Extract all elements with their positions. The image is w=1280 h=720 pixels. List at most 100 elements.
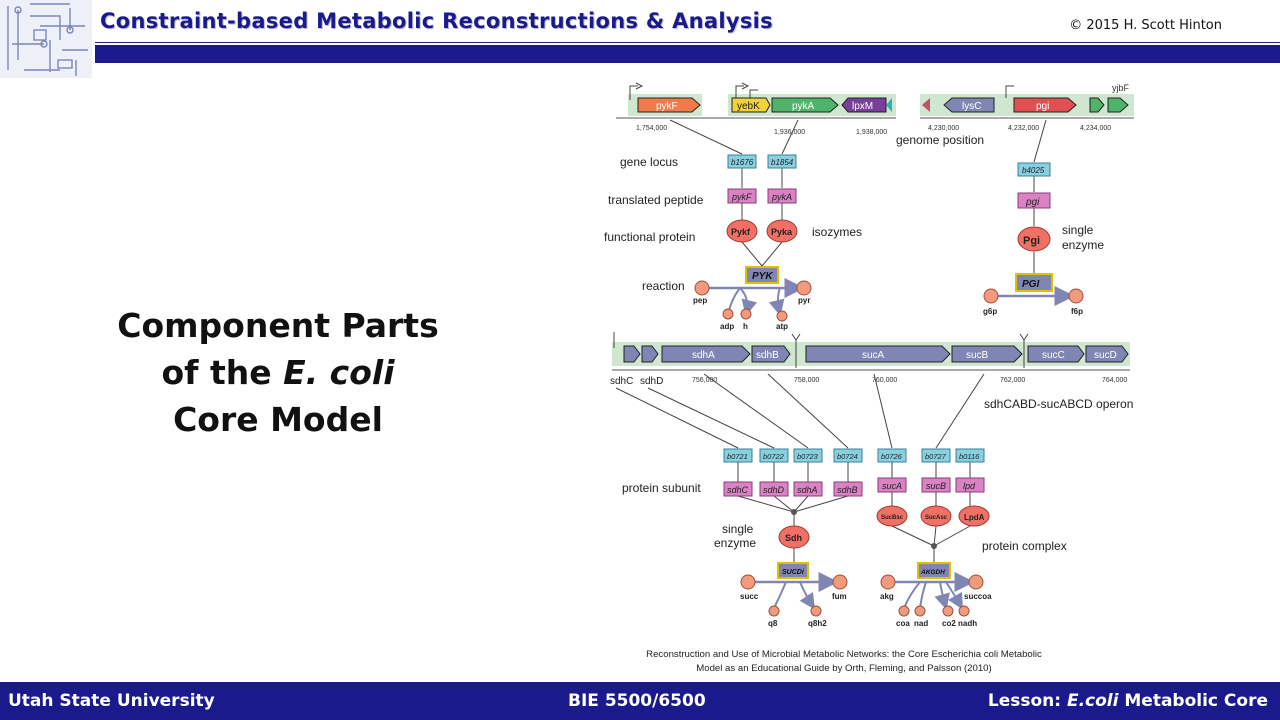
slide-title-prefix: of the (161, 353, 284, 392)
slide-title-line-2: of the E. coli (100, 349, 456, 396)
metabolite-succ: succ (740, 592, 759, 601)
operon-label: sdhCABD-sucABCD operon (984, 397, 1133, 411)
enzyme-Sdh: Sdh (785, 533, 802, 543)
metabolite-nad: nad (914, 619, 928, 628)
subunit-sdhB: sdhB (837, 485, 858, 495)
locus-b0723: b0723 (797, 452, 819, 461)
subunit-sdhA: sdhA (797, 485, 818, 495)
footer-lesson-italic: E.coli (1066, 691, 1119, 711)
complex-LpdA: LpdA (964, 513, 985, 522)
gene-lysC-label: lysC (962, 101, 981, 112)
reaction-AKGDH: AKGDH (920, 569, 945, 576)
complex-SucBsc: SucBsc (881, 515, 904, 521)
slide-title: Component Parts of the E. coli Core Mode… (100, 302, 456, 443)
slide-title-line-3: Core Model (173, 400, 383, 439)
footer-lesson-suffix: Metabolic Core (1118, 691, 1268, 711)
metabolite-q8h2: q8h2 (808, 619, 827, 628)
figure-caption: Reconstruction and Use of Microbial Meta… (600, 648, 1088, 676)
gene-sdhB-label: sdhB (756, 350, 779, 361)
metabolite-akg: akg (880, 592, 894, 601)
operon-pos-758000: 758,000 (794, 377, 819, 384)
locus-b1676: b1676 (731, 158, 754, 167)
single-enzyme-label-2: enzyme (1062, 238, 1104, 252)
circuit-logo-icon (0, 0, 92, 78)
locus-b0721: b0721 (727, 452, 748, 461)
metabolite-h: h (743, 322, 748, 331)
isozymes-label: isozymes (812, 225, 862, 239)
row-label-gene-locus: gene locus (620, 155, 678, 169)
metabolite-pep: pep (693, 296, 707, 305)
protein-subunit-label: protein subunit (622, 481, 701, 495)
operon-pos-764000: 764,000 (1102, 377, 1127, 384)
complex-SucAsc: SucAsc (925, 515, 948, 521)
reaction-SUCDi: SUCDi (782, 569, 805, 576)
row-label-translated-peptide: translated peptide (608, 193, 704, 207)
locus-b0727: b0727 (925, 452, 947, 461)
bottom-single-label-2: enzyme (714, 536, 756, 550)
gene-lpxM-label: lpxM (852, 101, 873, 112)
metabolite-coa: coa (896, 619, 910, 628)
protein-Pykf: Pykf (731, 227, 751, 237)
protein-complex-label: protein complex (982, 539, 1067, 553)
gene-sucD-label: sucD (1094, 350, 1117, 361)
gene-pgi-label: pgi (1036, 101, 1049, 112)
copyright: © 2015 H. Scott Hinton (1069, 18, 1222, 33)
operon-left-sdhD: sdhD (640, 376, 663, 387)
locus-b4025: b4025 (1022, 166, 1045, 175)
position-4230000: 4,230,000 (928, 125, 959, 132)
peptide-pykF: pykF (731, 192, 752, 202)
operon-pos-762000: 762,000 (1000, 377, 1025, 384)
row-label-functional-protein: functional protein (604, 230, 695, 244)
metabolite-f6p: f6p (1071, 307, 1083, 316)
caption-line-2: Model as an Educational Guide by Orth, F… (696, 663, 992, 674)
metabolite-co2: co2 (942, 619, 956, 628)
gene-sucB-label: sucB (966, 350, 989, 361)
subunit-sucB: sucB (926, 481, 946, 491)
metabolite-atp: atp (776, 322, 788, 331)
reaction-PYK: PYK (752, 271, 773, 282)
peptide-pgi: pgi (1025, 197, 1040, 208)
top-left-genome: pykF yebK pykA lpxM 1,754,000 1,936,000 … (616, 82, 896, 136)
locus-b0722: b0722 (763, 452, 785, 461)
position-1936000: 1,936,000 (774, 129, 805, 136)
bottom-single-label-1: single (722, 522, 754, 536)
locus-b0116: b0116 (959, 452, 980, 461)
position-4232000: 4,232,000 (1008, 125, 1039, 132)
metabolite-nadh: nadh (958, 619, 977, 628)
gene-sucC-label: sucC (1042, 350, 1065, 361)
genome-position-label: genome position (896, 133, 984, 147)
footer-university: Utah State University (8, 691, 215, 711)
locus-b0726: b0726 (881, 452, 903, 461)
single-enzyme-label-1: single (1062, 223, 1094, 237)
gene-sdhA-label: sdhA (692, 350, 715, 361)
subunit-sdhC: sdhC (727, 485, 749, 495)
protein-Pgi: Pgi (1023, 235, 1040, 247)
gene-pykA-label: pykA (792, 101, 815, 112)
locus-b1854: b1854 (771, 158, 794, 167)
footer-lesson-prefix: Lesson: (987, 691, 1067, 711)
gene-pykF-label: pykF (656, 101, 678, 112)
position-1754000: 1,754,000 (636, 125, 667, 132)
subunit-sdhD: sdhD (763, 485, 785, 495)
peptide-pykA: pykA (771, 192, 792, 202)
locus-b0724: b0724 (837, 452, 858, 461)
metabolite-fum: fum (832, 592, 847, 601)
bottom-subunits: sdhC sdhD sdhA sdhB sucA sucB lpd (723, 477, 985, 497)
gene-yebK-label: yebK (737, 101, 760, 112)
protein-Pyka: Pyka (771, 227, 793, 237)
subunit-lpd: lpd (963, 481, 976, 491)
operon-left-sdhC: sdhC (610, 376, 633, 387)
header-title: Constraint-based Metabolic Reconstructio… (100, 9, 773, 33)
metabolite-q8: q8 (768, 619, 778, 628)
operon-pos-756000: 756,000 (692, 377, 717, 384)
metabolite-pyr: pyr (798, 296, 810, 305)
footer-lesson: Lesson: E.coli Metabolic Core (988, 691, 1268, 711)
position-1938000: 1,938,000 (856, 129, 887, 136)
row-label-reaction: reaction (642, 279, 685, 293)
operon-strip: sdhA sdhB sucA sucB sucC sucD sdhC sdhD … (610, 332, 1133, 411)
metabolite-adp: adp (720, 322, 734, 331)
caption-line-1: Reconstruction and Use of Microbial Meta… (646, 649, 1042, 660)
gene-yjbF-label: yjbF (1112, 83, 1130, 93)
position-4234000: 4,234,000 (1080, 125, 1111, 132)
slide-title-line-1: Component Parts (117, 306, 439, 345)
